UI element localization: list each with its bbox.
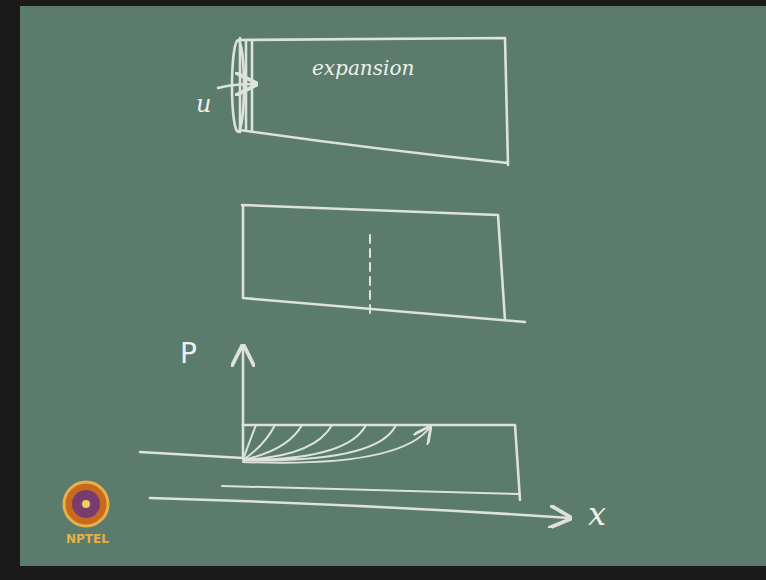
- baseline: [140, 452, 243, 458]
- velocity-symbol: u: [196, 92, 211, 116]
- annotation: expansion: [312, 58, 414, 78]
- flow-arrow: [218, 84, 256, 88]
- logo-center: [82, 500, 90, 508]
- board-surface: [20, 6, 766, 566]
- chalk-lines: [140, 38, 570, 518]
- duct-outline: [242, 205, 525, 322]
- logo-ring: [64, 482, 108, 526]
- p-axis: [242, 346, 245, 458]
- axis-label: P: [180, 340, 197, 368]
- nptel-logo: [64, 482, 108, 526]
- axis-label: x: [588, 498, 606, 530]
- x-axis: [150, 498, 570, 518]
- logo-core: [72, 490, 100, 518]
- logo-text: NPTEL: [66, 533, 109, 545]
- expansion-fan-last: [243, 427, 430, 463]
- lower-line: [222, 486, 520, 494]
- dashed-section: [369, 235, 371, 315]
- pressure-box: [243, 425, 520, 500]
- nozzle-outline: [240, 38, 508, 165]
